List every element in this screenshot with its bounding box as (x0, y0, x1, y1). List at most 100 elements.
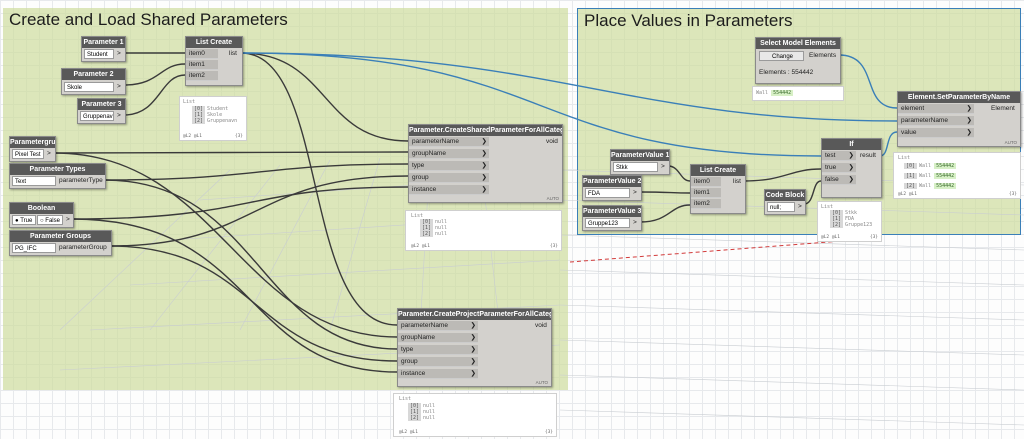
output-port[interactable]: > (117, 83, 121, 90)
select-model-elements-node[interactable]: Select Model Elements Change Elements El… (755, 37, 841, 84)
input-port-item0[interactable]: item0 (186, 49, 218, 59)
preview-count: {3} (869, 235, 878, 240)
input-port-value[interactable]: value❯ (898, 128, 974, 138)
boolean-node[interactable]: Boolean ● True ○ False > (9, 202, 74, 228)
output-port[interactable]: > (117, 50, 121, 57)
input-port-item2[interactable]: item2 (186, 71, 218, 81)
node-title: Select Model Elements (756, 38, 840, 49)
preview-item: [2]Gruppe123 (830, 222, 873, 228)
preview-item: [0]Student (192, 106, 229, 112)
select-model-preview: Wall 554442 (752, 86, 844, 101)
preview-item: [2]null (408, 415, 436, 421)
preview-count: {3} (1008, 192, 1017, 197)
parameter-3-node[interactable]: Parameter 3 Gruppenavn > (77, 98, 126, 124)
input-port-item2[interactable]: item2 (691, 199, 721, 209)
input-port-item0[interactable]: item0 (691, 177, 721, 187)
parameter-2-input[interactable]: Skole (64, 82, 114, 92)
parameter-groups-dropdown[interactable]: PG_IFC (12, 243, 56, 253)
preview-item: [1]Skole (192, 112, 223, 118)
input-port-item1[interactable]: item1 (186, 60, 218, 70)
node-title: List Create (186, 37, 242, 48)
list-create-2-node[interactable]: List Create item0 item1 item2 list (690, 164, 746, 214)
preview-count: {3} (544, 430, 553, 435)
if-node[interactable]: If test❯ true❯ false❯ result (821, 138, 882, 198)
preview-count: {3} (234, 134, 243, 139)
lacing-indicator: AUTO (546, 196, 559, 201)
input-port-true[interactable]: true❯ (822, 163, 856, 173)
parameter-value-3-node[interactable]: ParameterValue 3 Gruppe123 > (582, 205, 642, 231)
parameter-1-input[interactable]: Student (84, 49, 114, 59)
preview-header: List (411, 213, 424, 219)
boolean-true-radio[interactable]: ● True (12, 215, 36, 225)
parameter-2-node[interactable]: Parameter 2 Skole > (61, 68, 126, 95)
output-port-list[interactable]: list (733, 178, 741, 185)
create-shared-preview: List [0]null [1]null [2]null @L2 @L1 {3} (405, 210, 562, 251)
input-port-instance[interactable]: instance❯ (409, 185, 489, 195)
code-block-node[interactable]: Code Block null; > (764, 189, 806, 215)
input-port-type[interactable]: type❯ (409, 161, 489, 171)
parametergruppenavn-node[interactable]: Parametergruppenavn Pixel Test > (9, 136, 56, 162)
node-title: ParameterValue 1 (611, 150, 669, 161)
output-port-elements[interactable]: Elements (809, 52, 837, 59)
list-create-node[interactable]: List Create item0 item1 item2 list (185, 36, 243, 86)
input-port-group-name[interactable]: groupName❯ (409, 149, 489, 159)
output-port-element[interactable]: Element (991, 105, 1015, 112)
preview-item: [0]Wall 554442 (904, 163, 957, 169)
output-port[interactable]: > (661, 163, 665, 170)
preview-item: Wall 554442 (756, 90, 794, 96)
parameter-value-3-input[interactable]: Gruppe123 (585, 218, 630, 228)
parameter-value-2-input[interactable]: FDA (585, 188, 630, 198)
input-port-group-name[interactable]: groupName❯ (398, 333, 478, 343)
node-title: List Create (691, 165, 745, 176)
output-port[interactable]: > (117, 112, 121, 119)
input-port-item1[interactable]: item1 (691, 188, 721, 198)
parameter-types-dropdown[interactable]: Text (12, 176, 56, 186)
input-port-group[interactable]: group❯ (398, 357, 478, 367)
output-port[interactable]: > (633, 189, 637, 196)
create-project-parameter-node[interactable]: Parameter.CreateProjectParameterForAllCa… (397, 308, 552, 387)
parameter-groups-node[interactable]: Parameter Groups PG_IFC parameterGroup (9, 230, 112, 256)
change-button[interactable]: Change (759, 51, 804, 61)
preview-header: List (183, 99, 196, 105)
output-port[interactable]: > (798, 203, 802, 210)
list-create-2-preview: List [0]Stkk [1]FDA [2]Gruppe123 @L2 @L1… (817, 201, 882, 242)
preview-item: [1]FDA (830, 216, 855, 222)
output-port[interactable]: > (47, 150, 51, 157)
set-parameter-by-name-node[interactable]: Element.SetParameterByName element❯ para… (897, 91, 1021, 147)
parameter-types-node[interactable]: Parameter Types Text parameterType (9, 163, 106, 189)
node-title: Parameter 2 (62, 69, 125, 80)
create-shared-parameter-node[interactable]: Parameter.CreateSharedParameterForAllCat… (408, 124, 563, 203)
input-port-parameter-name[interactable]: parameterName❯ (409, 137, 489, 147)
input-port-instance[interactable]: instance❯ (398, 369, 478, 379)
node-title: Parameter Types (10, 164, 105, 175)
output-port-list[interactable]: list (229, 50, 237, 57)
output-port-void[interactable]: void (546, 138, 558, 145)
list-create-preview: List [0]Student [1]Skole [2]Gruppenavn @… (179, 96, 247, 141)
lacing-indicator: AUTO (535, 380, 548, 385)
boolean-false-radio[interactable]: ○ False (37, 215, 63, 225)
output-port-result[interactable]: result (860, 152, 876, 159)
elements-status: Elements : 554442 (759, 69, 814, 76)
input-port-group[interactable]: group❯ (409, 173, 489, 183)
code-block-editor[interactable]: null; (767, 202, 795, 212)
output-port-void[interactable]: void (535, 322, 547, 329)
output-port[interactable]: > (633, 219, 637, 226)
input-port-element[interactable]: element❯ (898, 104, 974, 114)
input-port-type[interactable]: type❯ (398, 345, 478, 355)
preview-levels: @L2 @L1 (898, 192, 917, 197)
parameter-value-1-input[interactable]: Stkk (613, 162, 658, 172)
node-title: Parameter.CreateSharedParameterForAllCat… (409, 125, 562, 136)
parametergruppenavn-input[interactable]: Pixel Test (12, 149, 44, 159)
output-port-parameter-group[interactable]: parameterGroup (59, 244, 107, 251)
input-port-parameter-name[interactable]: parameterName❯ (898, 116, 974, 126)
output-port[interactable]: > (66, 216, 70, 223)
parameter-value-1-node[interactable]: ParameterValue 1 Stkk > (610, 149, 670, 175)
output-port-parameter-type[interactable]: parameterType (59, 177, 103, 184)
parameter-value-2-node[interactable]: ParameterValue 2 FDA > (582, 175, 642, 201)
input-port-false[interactable]: false❯ (822, 175, 856, 185)
input-port-parameter-name[interactable]: parameterName❯ (398, 321, 478, 331)
parameter-3-input[interactable]: Gruppenavn (80, 111, 114, 121)
input-port-test[interactable]: test❯ (822, 151, 856, 161)
parameter-1-node[interactable]: Parameter 1 Student > (81, 36, 126, 62)
